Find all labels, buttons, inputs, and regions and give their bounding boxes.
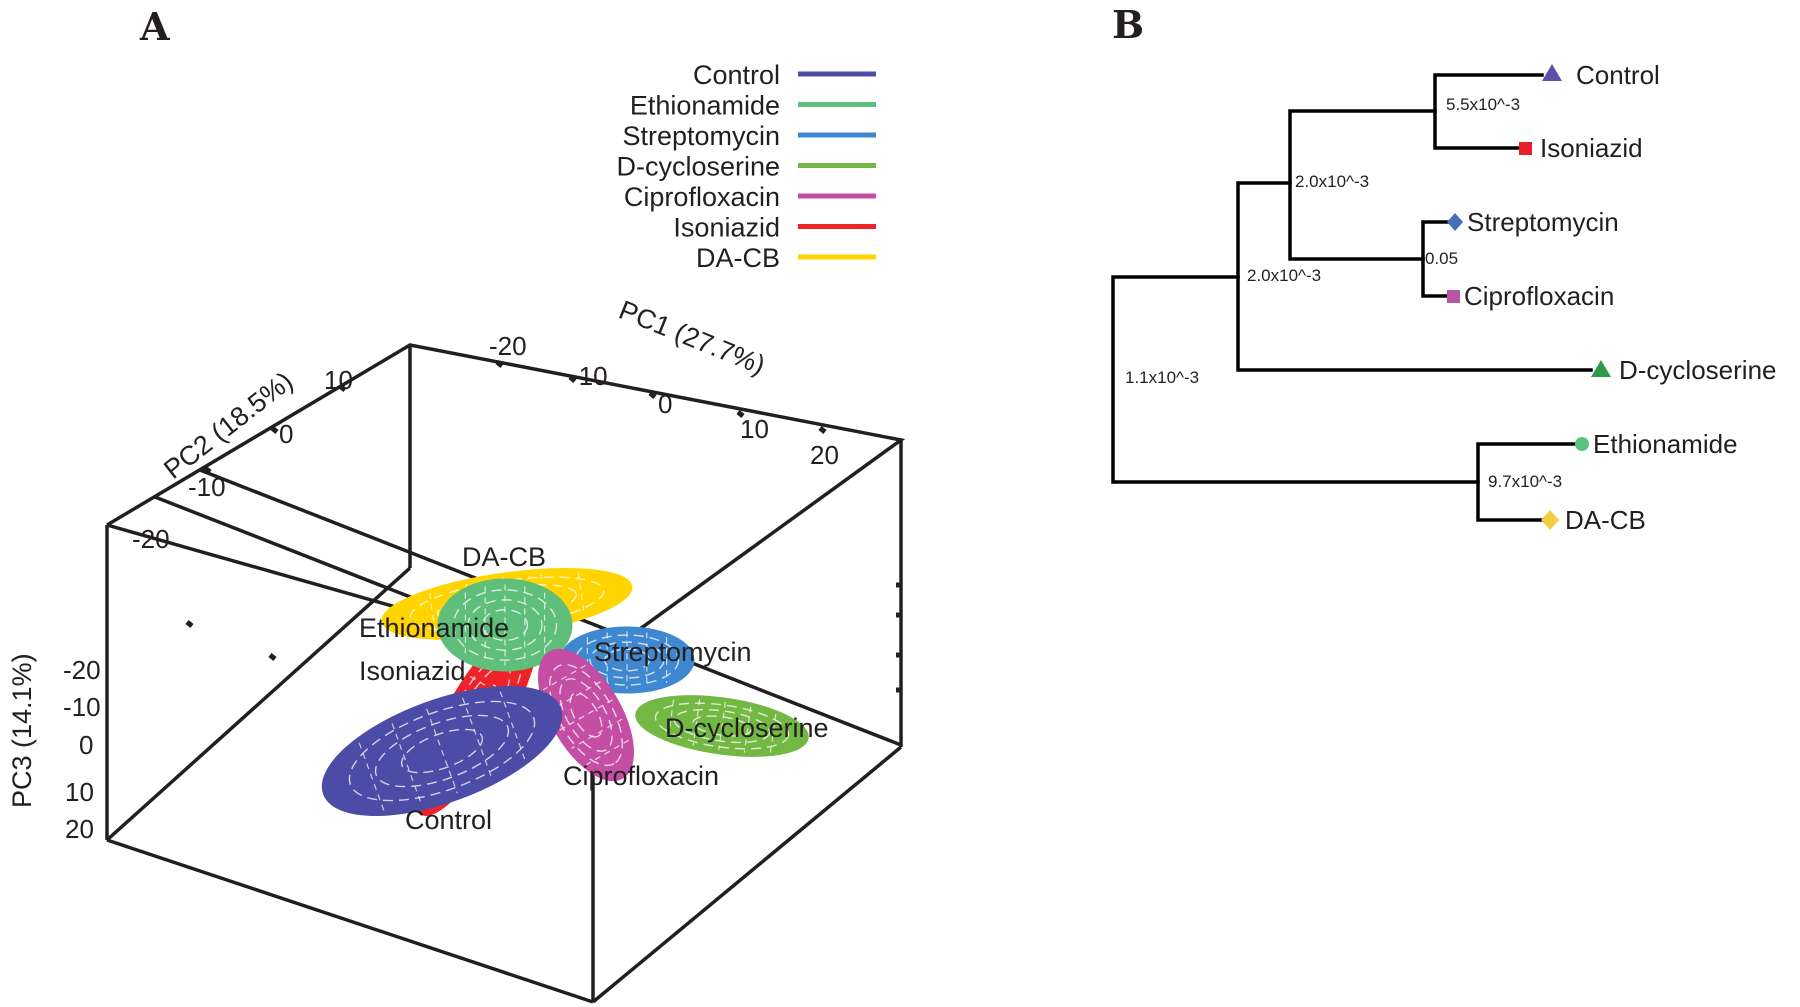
pc3-tick: -20 <box>63 655 101 685</box>
leaf-label-ethionamide: Ethionamide <box>1593 429 1738 459</box>
pca-3d-plot: DA-CB Ethionamide Isoniazid Streptomycin… <box>7 60 906 1004</box>
leaf-label-streptomycin: Streptomycin <box>1467 207 1619 237</box>
panel-b-letter: B <box>1112 2 1144 47</box>
pc2-tick: 10 <box>324 365 353 395</box>
pc1-tick: 20 <box>810 440 839 470</box>
leaf-label-isoniazid: Isoniazid <box>1540 133 1643 163</box>
pc2-tick: -20 <box>132 524 170 554</box>
tree-branches <box>1111 73 1593 522</box>
label-isoniazid: Isoniazid <box>359 656 466 686</box>
leaf-label-control: Control <box>1576 60 1660 90</box>
pc1-tick: -10 <box>570 361 608 391</box>
legend-label: Isoniazid <box>673 213 780 243</box>
axis-ticks <box>185 360 901 693</box>
legend-label: Streptomycin <box>622 121 780 151</box>
square-marker <box>1519 142 1532 155</box>
square-marker <box>1447 290 1460 303</box>
node-label: 0.05 <box>1425 249 1458 268</box>
label-streptomycin: Streptomycin <box>594 637 752 667</box>
legend-label: D-cycloserine <box>616 152 780 182</box>
pc3-tick: 10 <box>65 777 94 807</box>
pc1-tick: 0 <box>658 389 672 419</box>
circle-marker <box>1575 437 1589 451</box>
legend-label: Ethionamide <box>630 91 780 121</box>
label-ciprofloxacin: Ciprofloxacin <box>563 761 719 791</box>
diamond-marker <box>1541 510 1559 530</box>
pc3-axis-title: PC3 (14.1%) <box>7 653 37 808</box>
label-ethionamide: Ethionamide <box>359 613 509 643</box>
pc1-tick: 10 <box>740 414 769 444</box>
legend-label: Control <box>693 60 780 90</box>
dendrogram: Control Isoniazid Streptomycin Ciproflox… <box>1111 60 1777 535</box>
label-dacb: DA-CB <box>462 542 546 572</box>
label-dcycloserine: D-cycloserine <box>665 713 829 743</box>
ellipsoid-ethionamide <box>437 578 573 672</box>
leaf-label-ciprofloxacin: Ciprofloxacin <box>1464 281 1614 311</box>
pc2-tick: 0 <box>279 419 293 449</box>
diamond-marker <box>1447 213 1463 231</box>
panel-a-letter: A <box>139 4 170 49</box>
node-label: 2.0x10^-3 <box>1247 266 1321 285</box>
triangle-marker <box>1591 360 1611 377</box>
pc2-tick: -10 <box>188 472 226 502</box>
pc1-axis-title: PC1 (27.7%) <box>615 295 770 381</box>
ellipsoid-dcycloserine <box>635 695 809 757</box>
leaf-label-dcycloserine: D-cycloserine <box>1619 355 1777 385</box>
node-label: 9.7x10^-3 <box>1488 472 1562 491</box>
label-control: Control <box>405 805 492 835</box>
triangle-marker <box>1542 64 1562 81</box>
node-label: 2.0x10^-3 <box>1295 172 1369 191</box>
node-label: 1.1x10^-3 <box>1125 368 1199 387</box>
pc3-tick: 0 <box>79 730 93 760</box>
leaf-label-dacb: DA-CB <box>1565 505 1646 535</box>
node-label: 5.5x10^-3 <box>1446 95 1520 114</box>
pc3-tick: -10 <box>63 692 101 722</box>
cluster-ellipsoids <box>321 568 809 817</box>
ellipsoid-control <box>321 685 563 817</box>
legend-label: DA-CB <box>696 243 780 273</box>
pc1-tick: -20 <box>489 331 527 361</box>
legend-label: Ciprofloxacin <box>624 182 780 212</box>
leaf-markers <box>1447 64 1611 530</box>
pc3-tick: 20 <box>65 814 94 844</box>
legend: ControlEthionamideStreptomycinD-cycloser… <box>616 60 876 273</box>
